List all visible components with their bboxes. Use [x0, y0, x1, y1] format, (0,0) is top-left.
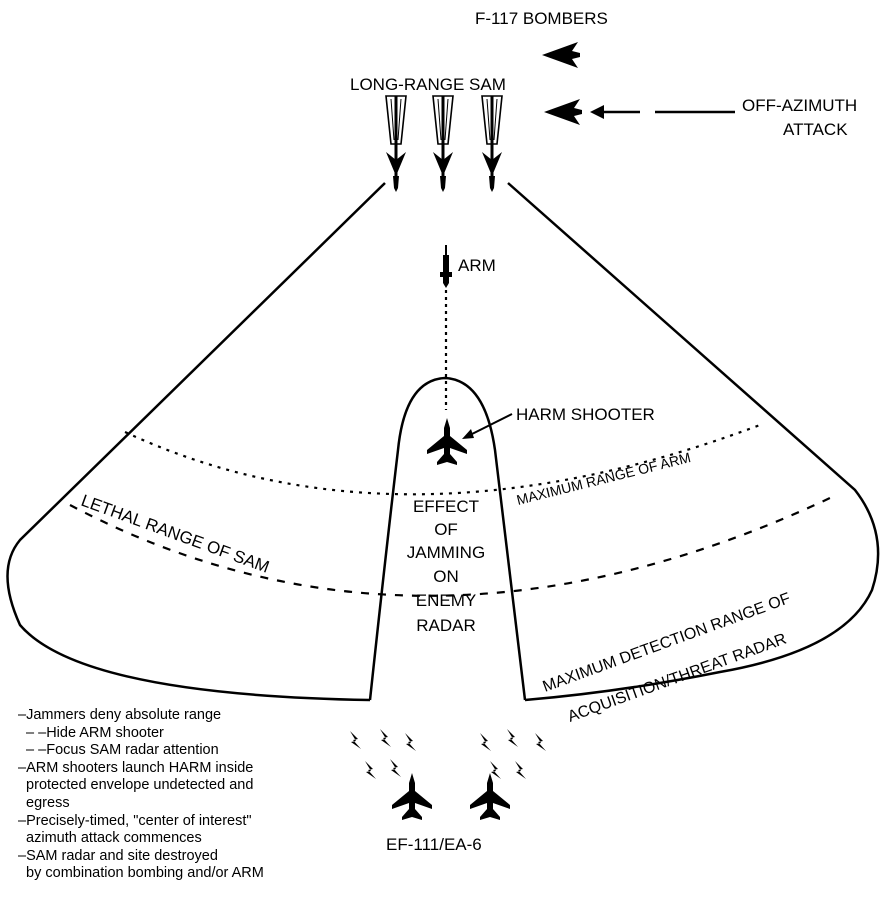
- off-azimuth-arrow: [590, 105, 735, 119]
- lightning-bolt-icon: [515, 761, 526, 779]
- svg-text:ENEMY: ENEMY: [416, 591, 476, 610]
- svg-text:JAMMING: JAMMING: [407, 543, 485, 562]
- lightning-bolt-icon: [390, 759, 401, 777]
- lightning-bolt-icon: [405, 733, 416, 751]
- svg-text:EFFECT: EFFECT: [413, 497, 479, 516]
- svg-text:RADAR: RADAR: [416, 616, 476, 635]
- bombers-label: F-117 BOMBERS: [475, 9, 608, 28]
- fighter-jet-icon: [470, 773, 510, 820]
- note-line: by combination bombing and/or ARM: [18, 865, 264, 882]
- lightning-bolt-icon: [350, 731, 361, 749]
- note-line: protected envelope undetected and: [18, 777, 254, 794]
- note-line: – –Focus SAM radar attention: [18, 742, 219, 759]
- max-range-arm-label: MAXIMUM RANGE OF ARM: [515, 449, 692, 508]
- harm-shooter-label: HARM SHOOTER: [516, 405, 655, 424]
- off-azimuth-label: ATTACK: [783, 120, 848, 139]
- fighter-jet-icon: [392, 773, 432, 820]
- note-line: –Precisely-timed, "center of interest": [18, 812, 252, 829]
- note-line: –ARM shooters launch HARM inside: [18, 759, 254, 776]
- lightning-bolt-icon: [480, 733, 491, 751]
- sam-label: LONG-RANGE SAM: [350, 75, 506, 94]
- lightning-bolt-icon: [535, 733, 546, 751]
- note-line: –SAM radar and site destroyed: [18, 847, 218, 864]
- arm-missile-icon: [440, 245, 452, 288]
- tactics-notes: –Jammers deny absolute range – –Hide ARM…: [18, 707, 348, 883]
- lightning-bolt-icon: [380, 729, 391, 747]
- jamming-effect-label: EFFECT OF JAMMING ON ENEMY RADAR: [407, 497, 485, 635]
- lightning-bolt-icon: [507, 729, 518, 747]
- lethal-range-sam-line: [69, 497, 831, 597]
- jammers-label: EF-111/EA-6: [386, 835, 482, 854]
- stealth-bomber-icon: [542, 42, 580, 68]
- sam-missile-icon: [384, 94, 408, 194]
- sam-missile-icon: [431, 94, 455, 194]
- stealth-bomber-icon: [544, 99, 582, 125]
- lethal-range-sam-label: LETHAL RANGE OF SAM: [79, 491, 272, 577]
- arm-label: ARM: [458, 256, 496, 275]
- fighter-jet-icon: [427, 418, 467, 465]
- svg-text:ON: ON: [433, 567, 459, 586]
- radar-detection-envelope-right: [507, 182, 880, 702]
- note-line: azimuth attack commences: [18, 830, 202, 847]
- note-line: egress: [18, 794, 70, 811]
- jamming-corridor: [368, 376, 527, 701]
- note-line: – –Hide ARM shooter: [18, 724, 164, 741]
- svg-text:OF: OF: [434, 520, 458, 539]
- note-line: –Jammers deny absolute range: [18, 707, 222, 723]
- sam-missile-icon: [480, 94, 504, 194]
- lightning-bolt-icon: [365, 761, 376, 779]
- harm-shooter-arrow: [462, 413, 513, 439]
- off-azimuth-label: OFF-AZIMUTH: [742, 96, 857, 115]
- radar-detection-envelope: [6, 182, 386, 702]
- lightning-bolt-icon: [490, 761, 501, 779]
